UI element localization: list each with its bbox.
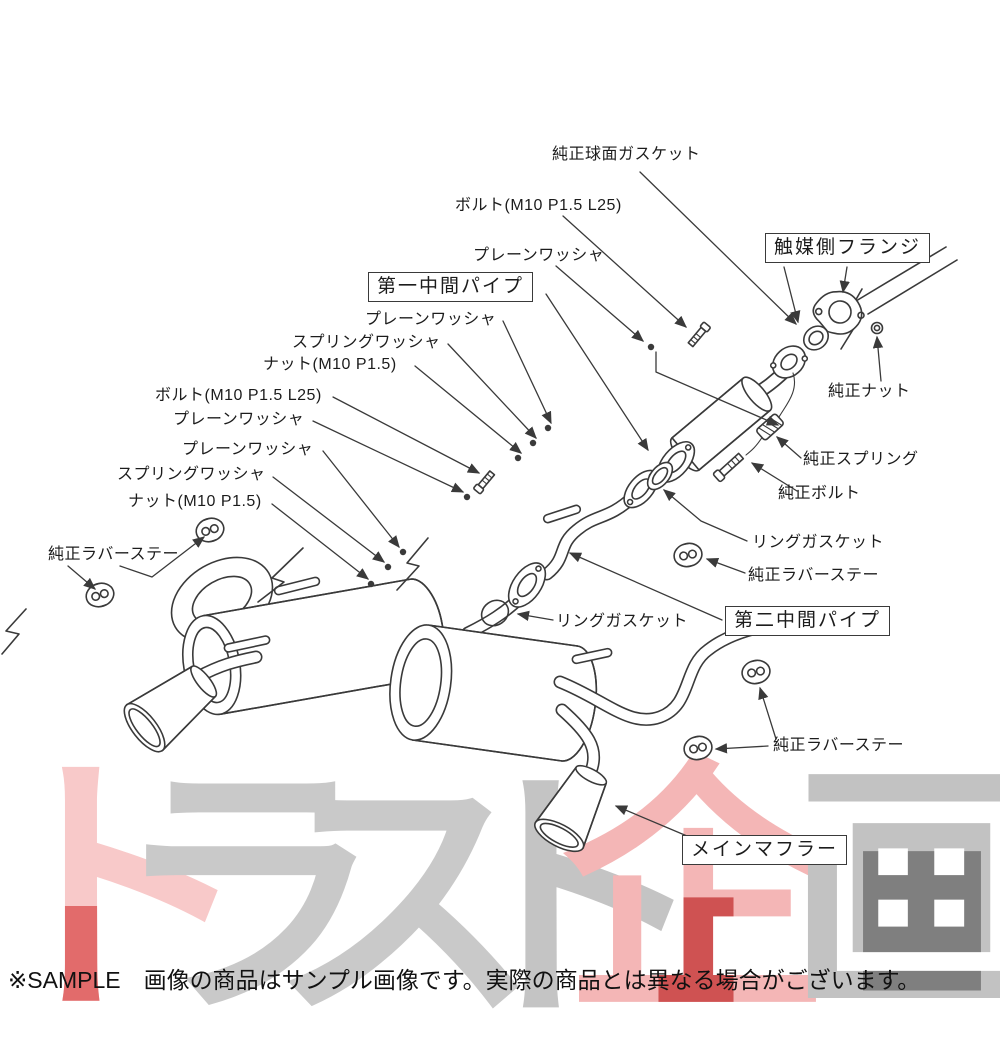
- hanger-rod: [542, 504, 582, 524]
- rubber-stay-mount: [195, 517, 225, 543]
- label-nut-m10-2: ナット(M10 P1.5): [128, 493, 262, 510]
- product-diagram-page: { "colors": { "line": "#3a3a3a", "waterm…: [0, 146, 1000, 1038]
- watermark-char-to1: ト: [0, 729, 255, 1055]
- label-bolt-m10-upper: ボルト(M10 P1.5 L25): [455, 197, 622, 214]
- exhaust-tip-left: [123, 665, 218, 753]
- label-box-catalyst-side-flange: 触媒側フランジ: [765, 233, 931, 263]
- hanger-rod: [571, 647, 613, 665]
- label-plain-washer-3: プレーンワッシャ: [173, 411, 305, 428]
- label-plain-washer-4: プレーンワッシャ: [182, 441, 314, 458]
- break-zigzag: [396, 537, 429, 591]
- ring-gasket-drawing: [646, 461, 674, 491]
- sample-disclaimer-text: ※SAMPLE 画像の商品はサンプル画像です。実際の商品とは異なる場合がございま…: [8, 967, 921, 993]
- label-box-main-muffler: メインマフラー: [682, 835, 848, 865]
- small-bolt-drawing: [473, 470, 496, 495]
- oem-bolt-drawing: [712, 452, 745, 483]
- rubber-stay-mount: [85, 582, 115, 608]
- oem-nut-drawing: [870, 321, 884, 335]
- exhaust-parts-diagram: [1, 171, 958, 853]
- watermark-char-ga: 画: [788, 738, 1000, 1050]
- label-plain-washer-2: プレーンワッシャ: [365, 311, 497, 328]
- label-oem-nut: 純正ナット: [828, 383, 911, 400]
- catalyst-flange-group: [802, 246, 958, 351]
- small-bolt-drawing: [687, 321, 711, 348]
- label-oem-rubber-stay-bottom: 純正ラバーステー: [773, 737, 905, 754]
- label-oem-spring: 純正スプリング: [803, 451, 919, 468]
- watermark-char-ki: 企: [562, 736, 830, 1048]
- label-ring-gasket-center: リングガスケット: [556, 613, 689, 630]
- watermark-char-su: ス: [268, 744, 540, 1060]
- rubber-stay-mount: [673, 542, 703, 568]
- label-oem-spherical-gasket: 純正球面ガスケット: [552, 146, 701, 163]
- label-spring-washer-2: スプリングワッシャ: [117, 466, 266, 483]
- label-box-second-intermediate-pipe: 第二中間パイプ: [725, 606, 891, 636]
- label-oem-rubber-stay-mid: 純正ラバーステー: [748, 567, 880, 584]
- spherical-gasket-drawing: [802, 325, 830, 351]
- watermark-char-ra: ラ: [112, 738, 384, 1054]
- leader-lines: [67, 171, 884, 837]
- tail-over-pipe: [553, 622, 760, 726]
- break-zigzag: [1, 608, 27, 655]
- label-oem-rubber-stay-left: 純正ラバーステー: [48, 546, 180, 563]
- second-intermediate-pipe-drawing: [540, 490, 640, 581]
- label-spring-washer-1: スプリングワッシャ: [292, 334, 441, 351]
- pipe-flange: [507, 562, 547, 608]
- hanger-rod: [273, 576, 321, 596]
- label-oem-bolt: 純正ボルト: [778, 485, 861, 502]
- label-plain-washer-1: プレーンワッシャ: [473, 247, 605, 264]
- label-box-first-intermediate-pipe: 第一中間パイプ: [368, 272, 534, 302]
- exhaust-tip-right: [534, 764, 608, 853]
- rubber-stay-mount: [741, 659, 771, 685]
- label-ring-gasket-right: リングガスケット: [752, 534, 885, 551]
- tip-branch-pipe: [555, 703, 601, 775]
- first-intermediate-pipe-drawing: [646, 345, 809, 491]
- ring-gasket-drawing: [480, 599, 510, 627]
- hanger-rod: [223, 635, 271, 653]
- rubber-stay-mount: [683, 735, 713, 761]
- break-zigzag: [257, 547, 304, 603]
- catalyst-flange-plate: [812, 290, 865, 335]
- label-bolt-m10-lower: ボルト(M10 P1.5 L25): [155, 387, 322, 404]
- washer-dots: [367, 343, 655, 588]
- label-nut-m10-1: ナット(M10 P1.5): [263, 356, 397, 373]
- watermark-char-ga-accent: 画: [788, 738, 1000, 1050]
